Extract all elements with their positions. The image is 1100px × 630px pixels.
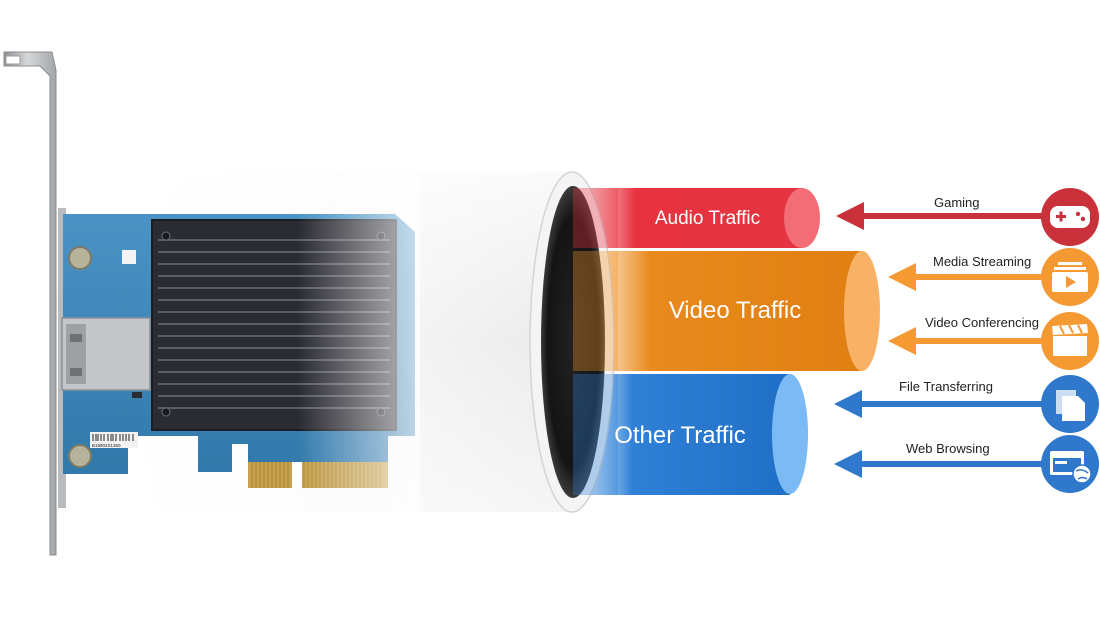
gaming-label: Gaming xyxy=(934,195,980,210)
arrow-file-transferring xyxy=(834,390,1050,418)
audio-traffic-label: Audio Traffic xyxy=(654,208,761,229)
pci-bracket xyxy=(3,51,57,556)
video-traffic-tube xyxy=(580,251,880,371)
media-play-icon xyxy=(1041,248,1099,306)
mount-screw xyxy=(68,246,92,270)
file-transferring-label: File Transferring xyxy=(899,379,993,394)
network-card: B19902S1360 xyxy=(3,51,420,556)
audio-traffic-tube xyxy=(580,188,820,248)
clapperboard-icon xyxy=(1041,312,1099,370)
media-streaming-label: Media Streaming xyxy=(933,254,1032,269)
video-traffic-label: Video Traffic xyxy=(668,297,802,324)
documents-icon xyxy=(1041,375,1099,433)
other-traffic-tube xyxy=(580,374,808,495)
arrow-web-browsing xyxy=(834,450,1050,478)
browser-globe-icon xyxy=(1041,435,1099,493)
video-conferencing-label: Video Conferencing xyxy=(925,315,1039,330)
rj45-port xyxy=(61,317,151,391)
web-browsing-label: Web Browsing xyxy=(906,441,990,456)
barcode-label: B19902S1360 xyxy=(90,432,138,448)
arrow-media-streaming xyxy=(888,263,1050,291)
arrow-video-conferencing xyxy=(888,327,1050,355)
arrow-gaming xyxy=(836,202,1050,230)
other-traffic-label: Other Traffic xyxy=(614,422,746,449)
barcode-text: B19902S1360 xyxy=(92,443,121,448)
pipe-opening xyxy=(529,171,618,513)
gamepad-icon xyxy=(1041,188,1099,246)
mount-screw xyxy=(68,444,92,468)
